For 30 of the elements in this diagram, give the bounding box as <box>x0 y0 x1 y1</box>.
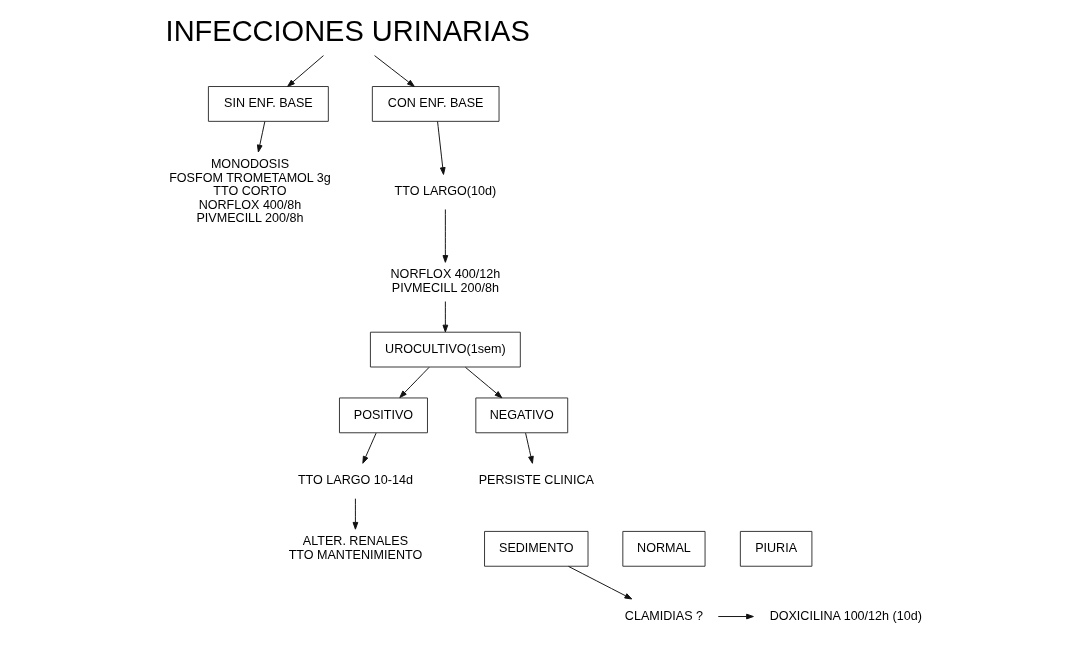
arrow <box>361 432 377 464</box>
arrow <box>464 366 502 399</box>
arrow <box>717 613 754 620</box>
node-text: ALTER. RENALES TTO MANTENIMIENTO <box>288 534 422 562</box>
node-text: DOXICILINA 100/12h (10d) <box>769 608 922 623</box>
arrow <box>286 55 324 87</box>
node-box: CON ENF. BASE <box>371 86 500 122</box>
node-box: PIURIA <box>739 530 812 567</box>
arrow <box>436 121 446 175</box>
node-text: NORFLOX 400/12h PIVMECILL 200/8h <box>390 267 500 295</box>
node-box: SEDIMENTO <box>483 530 588 567</box>
node-box: NORMAL <box>621 530 706 567</box>
arrow <box>442 301 448 333</box>
node-text: CLAMIDIAS ? <box>624 608 703 623</box>
arrow <box>373 55 415 87</box>
node-text: TTO LARGO 10-14d <box>297 473 413 488</box>
node-text: INFECCIONES URINARIAS <box>165 15 530 48</box>
node-box: SIN ENF. BASE <box>207 86 329 122</box>
arrow <box>398 366 430 398</box>
node-box: NEGATIVO <box>474 397 568 434</box>
arrow <box>567 565 632 600</box>
arrow <box>524 432 534 464</box>
arrow <box>256 121 265 153</box>
arrow <box>352 498 358 530</box>
node-text: MONODOSIS FOSFOM TROMETAMOL 3g TTO CORTO NORFLOX 400/8h PIVMECILL 200/8h <box>168 157 331 226</box>
node-text: TTO LARGO(10d) <box>394 184 496 199</box>
arrow <box>442 209 448 263</box>
node-box: UROCULTIVO(1sem) <box>369 331 521 368</box>
node-text: PERSISTE CLINICA <box>478 473 594 488</box>
node-box: POSITIVO <box>338 397 428 434</box>
